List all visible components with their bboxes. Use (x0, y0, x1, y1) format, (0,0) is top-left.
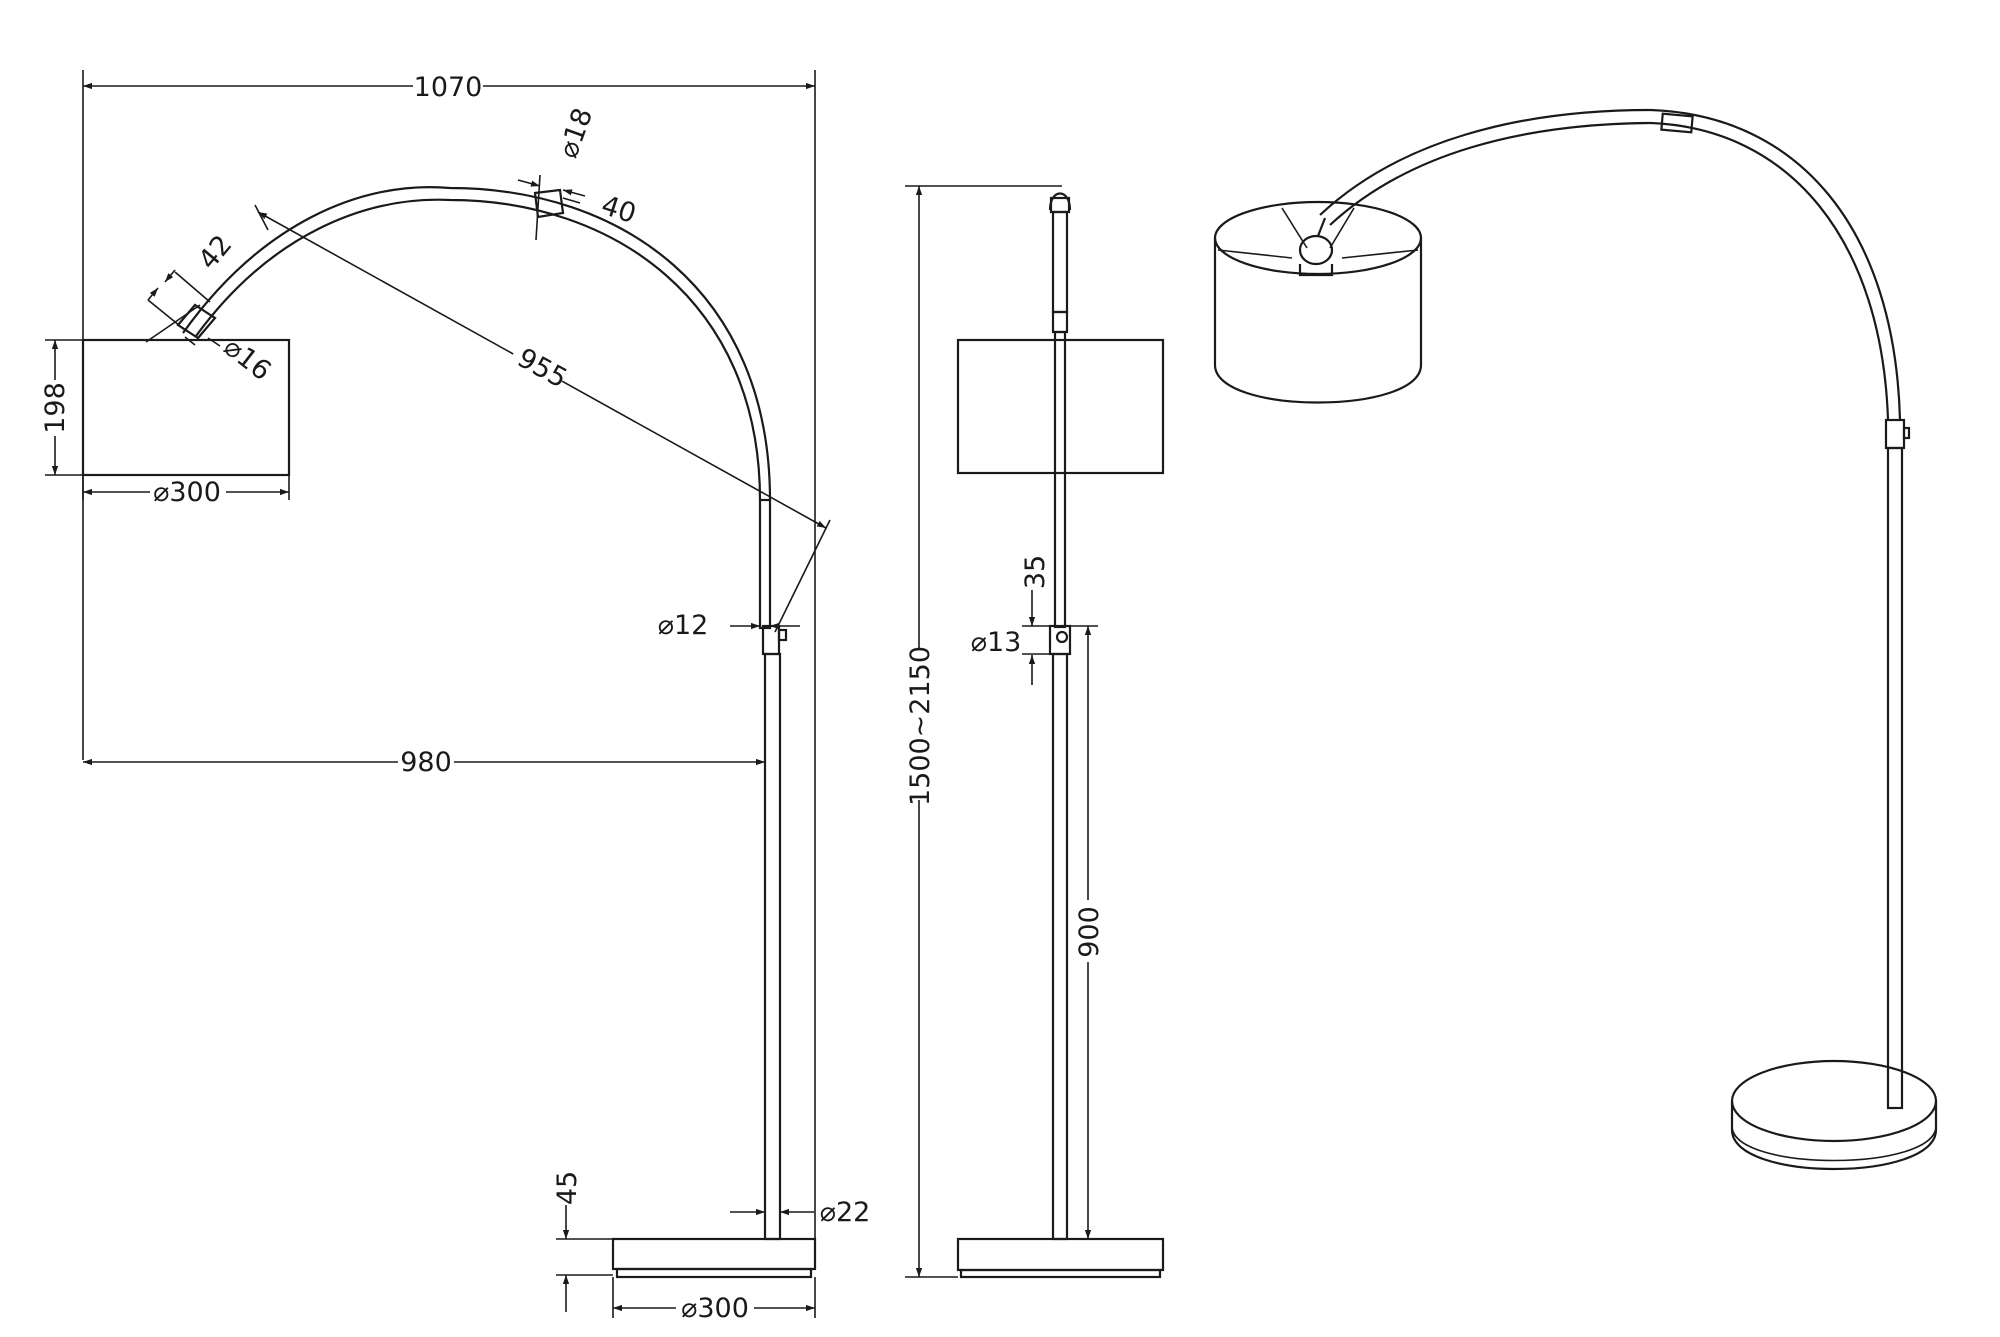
side-shade-outline (956, 338, 1165, 475)
dim-overall-width: 1070 (414, 72, 483, 103)
perspective-view (1213, 108, 1938, 1171)
side-view: 1500~2150 35 ⌀13 900 (905, 185, 1165, 1279)
dim-height-range: 1500~2150 (905, 646, 936, 806)
persp-base-top (1730, 1059, 1938, 1143)
persp-base-side (1730, 1101, 1938, 1171)
persp-bulb-holder (1298, 234, 1334, 266)
dim-arm-diameter-lower: ⌀12 (658, 610, 709, 641)
persp-arc-outer (1319, 108, 1902, 421)
dim-shade-diameter: ⌀300 (153, 477, 221, 508)
dim-base-diameter: ⌀300 (681, 1293, 749, 1324)
pole-upper (758, 498, 772, 630)
dim-reach: 980 (400, 747, 452, 778)
pole-lower (763, 652, 782, 1241)
dim-sleeve-diameter: ⌀18 (553, 104, 599, 162)
dim-shade-height: 198 (40, 382, 71, 434)
persp-arc-inner (1329, 121, 1890, 421)
dim-knob-offset: 35 (1020, 555, 1051, 589)
dim-knob-diameter: ⌀13 (971, 627, 1022, 658)
dim-pole-diameter: ⌀22 (820, 1197, 871, 1228)
front-view: 1070 198 ⌀300 955 42 ⌀16 ⌀18 (40, 70, 870, 1324)
base-top (611, 1237, 817, 1271)
persp-pole (1886, 446, 1904, 1110)
side-pole-mid (1053, 330, 1067, 629)
side-knob (1055, 630, 1069, 644)
dim-sleeve-length: 40 (597, 190, 639, 230)
persp-shade-body (1213, 238, 1423, 404)
side-pole-lower (1051, 652, 1069, 1241)
dim-lower-pole-height: 900 (1074, 906, 1105, 958)
side-base (956, 1237, 1165, 1272)
dim-base-height: 45 (552, 1171, 583, 1205)
arc-arm-inner (195, 198, 762, 501)
arc-arm-outer (182, 186, 772, 501)
dim-joint-length: 42 (193, 229, 239, 275)
base-bottom (615, 1267, 813, 1279)
pole-knob (777, 628, 788, 642)
side-pole-upper (1051, 210, 1069, 314)
